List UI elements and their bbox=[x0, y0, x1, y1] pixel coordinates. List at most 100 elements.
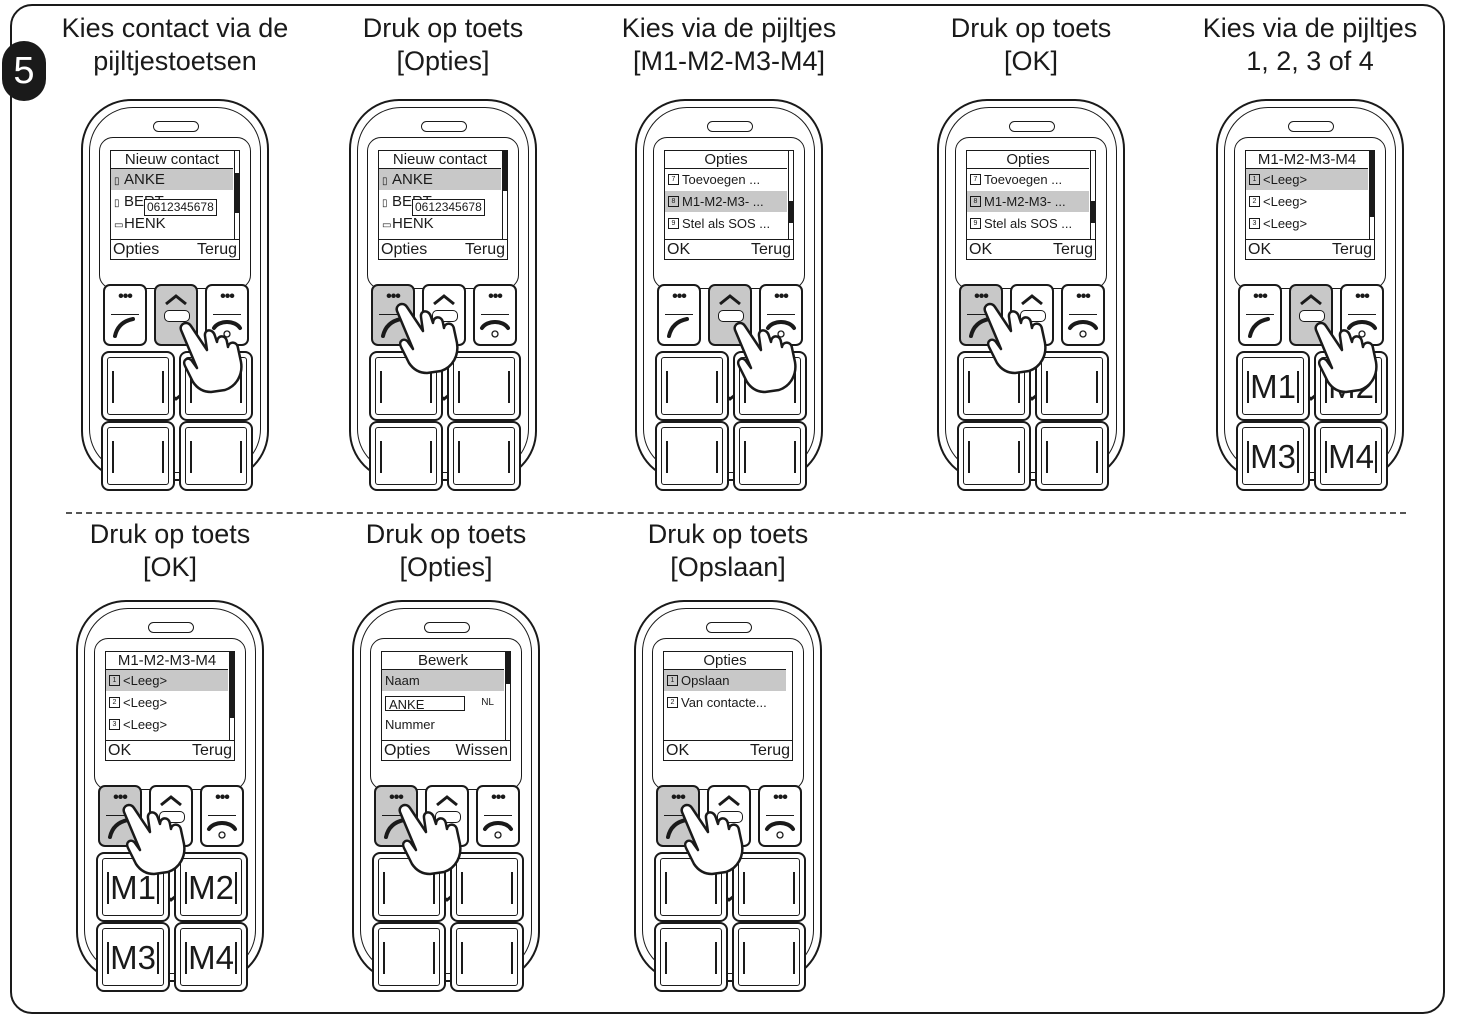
left-softkey-call-button[interactable]: ••• bbox=[103, 284, 147, 346]
phone-screen: Nieuw contact▯ANKE▯BERT▭HENK0612345678Op… bbox=[378, 150, 508, 260]
screen-row-label: <Leeg> bbox=[1263, 216, 1308, 231]
right-softkey-label: Terug bbox=[464, 241, 505, 258]
memory-key[interactable] bbox=[655, 421, 729, 491]
screen-title: Opties bbox=[664, 652, 786, 670]
menu-dots-icon: ••• bbox=[774, 288, 789, 305]
call-icon bbox=[384, 818, 406, 839]
pointing-hand-icon bbox=[1310, 316, 1400, 396]
memory-key[interactable] bbox=[450, 852, 524, 922]
screen-scrollbar bbox=[1369, 151, 1374, 240]
menu-number-icon: 2 bbox=[1249, 196, 1260, 208]
menu-number-icon: 9 bbox=[970, 218, 981, 230]
memory-key[interactable] bbox=[101, 351, 175, 421]
step-caption-line: Kies via de pijltjes bbox=[1202, 13, 1418, 43]
call-icon bbox=[969, 317, 991, 338]
key-tick bbox=[1375, 371, 1377, 403]
menu-dots-icon: ••• bbox=[671, 789, 686, 806]
memory-key[interactable] bbox=[732, 852, 806, 922]
step-caption-line: [Opties] bbox=[399, 552, 493, 582]
call-icon bbox=[108, 818, 130, 839]
mobile-icon: ▯ bbox=[382, 198, 388, 209]
memory-key[interactable] bbox=[372, 922, 446, 992]
left-softkey-call-button[interactable]: ••• bbox=[657, 284, 701, 346]
menu-dots-icon: ••• bbox=[386, 288, 401, 305]
scrollbar-thumb bbox=[503, 151, 507, 191]
key-separator bbox=[1348, 314, 1376, 315]
call-icon bbox=[381, 317, 403, 338]
memory-key[interactable]: M4 bbox=[174, 922, 248, 992]
key-tick bbox=[1247, 371, 1249, 403]
right-softkey-end-button[interactable]: ••• bbox=[476, 785, 520, 847]
screen-scrollbar bbox=[505, 652, 510, 741]
phone-speaker bbox=[153, 121, 199, 132]
key-tick bbox=[430, 441, 432, 473]
memory-key[interactable] bbox=[450, 922, 524, 992]
right-softkey-label: Terug bbox=[1052, 241, 1093, 258]
name-field: ANKE bbox=[385, 696, 465, 712]
memory-key[interactable] bbox=[1035, 421, 1109, 491]
key-tick bbox=[190, 441, 192, 473]
phone-illustration: Nieuw contact▯ANKE▯BERT▭HENK0612345678Op… bbox=[81, 99, 269, 491]
memory-key[interactable] bbox=[654, 922, 728, 992]
left-softkey-label: OK bbox=[1248, 241, 1272, 258]
memory-key[interactable]: M3 bbox=[96, 922, 170, 992]
menu-dots-icon: ••• bbox=[773, 789, 788, 806]
softkey-bar: OK Terug bbox=[967, 239, 1095, 259]
memory-key[interactable]: M2 bbox=[174, 852, 248, 922]
screen-scrollbar bbox=[1090, 151, 1095, 240]
left-softkey-label: Opties bbox=[384, 742, 431, 759]
left-softkey-call-button[interactable]: ••• bbox=[1238, 284, 1282, 346]
right-softkey-end-button[interactable]: ••• bbox=[200, 785, 244, 847]
memory-key[interactable] bbox=[101, 421, 175, 491]
scrollbar-thumb bbox=[1091, 201, 1095, 223]
step-caption-line: pijltjestoetsen bbox=[93, 46, 257, 76]
phone-number-popup: 0612345678 bbox=[412, 199, 485, 216]
memory-key[interactable]: M3 bbox=[1236, 421, 1310, 491]
step-caption: Druk op toets[Opslaan] bbox=[578, 518, 878, 584]
memory-key[interactable] bbox=[655, 351, 729, 421]
end-call-power-icon bbox=[212, 320, 242, 338]
left-softkey-label: OK bbox=[969, 241, 993, 258]
left-softkey-label: OK bbox=[667, 241, 691, 258]
call-icon bbox=[667, 317, 689, 338]
memory-key[interactable] bbox=[369, 421, 443, 491]
memory-key[interactable] bbox=[957, 421, 1031, 491]
key-tick bbox=[430, 371, 432, 403]
menu-dots-icon: ••• bbox=[215, 789, 230, 806]
key-separator bbox=[382, 815, 410, 816]
menu-number-icon: 2 bbox=[667, 697, 678, 709]
key-tick bbox=[112, 441, 114, 473]
left-softkey-label: Opties bbox=[113, 241, 160, 258]
key-tick bbox=[157, 942, 159, 974]
memory-key[interactable]: M4 bbox=[1314, 421, 1388, 491]
right-softkey-label: Terug bbox=[191, 742, 232, 759]
memory-key[interactable] bbox=[447, 351, 521, 421]
key-tick bbox=[1018, 371, 1020, 403]
memory-key[interactable] bbox=[654, 852, 728, 922]
scrollbar-thumb bbox=[235, 173, 239, 213]
key-tick bbox=[794, 441, 796, 473]
key-separator bbox=[484, 815, 512, 816]
right-softkey-end-button[interactable]: ••• bbox=[473, 284, 517, 346]
screen-menu-row: 1<Leeg> bbox=[106, 670, 228, 691]
memory-key[interactable] bbox=[733, 421, 807, 491]
menu-dots-icon: ••• bbox=[220, 288, 235, 305]
screen-row-label: <Leeg> bbox=[1263, 172, 1308, 187]
memory-key[interactable] bbox=[1035, 351, 1109, 421]
screen-title: Opties bbox=[665, 151, 787, 169]
key-tick bbox=[162, 441, 164, 473]
memory-key[interactable] bbox=[447, 421, 521, 491]
right-softkey-end-button[interactable]: ••• bbox=[1061, 284, 1105, 346]
right-softkey-label: Terug bbox=[750, 241, 791, 258]
right-softkey-end-button[interactable]: ••• bbox=[758, 785, 802, 847]
memory-key[interactable] bbox=[179, 421, 253, 491]
key-separator bbox=[1246, 314, 1274, 315]
screen-title: Nieuw contact bbox=[379, 151, 501, 169]
screen-row-label: ANKE bbox=[124, 171, 165, 188]
memory-key[interactable]: M1 bbox=[1236, 351, 1310, 421]
key-tick bbox=[112, 371, 114, 403]
memory-key[interactable] bbox=[732, 922, 806, 992]
